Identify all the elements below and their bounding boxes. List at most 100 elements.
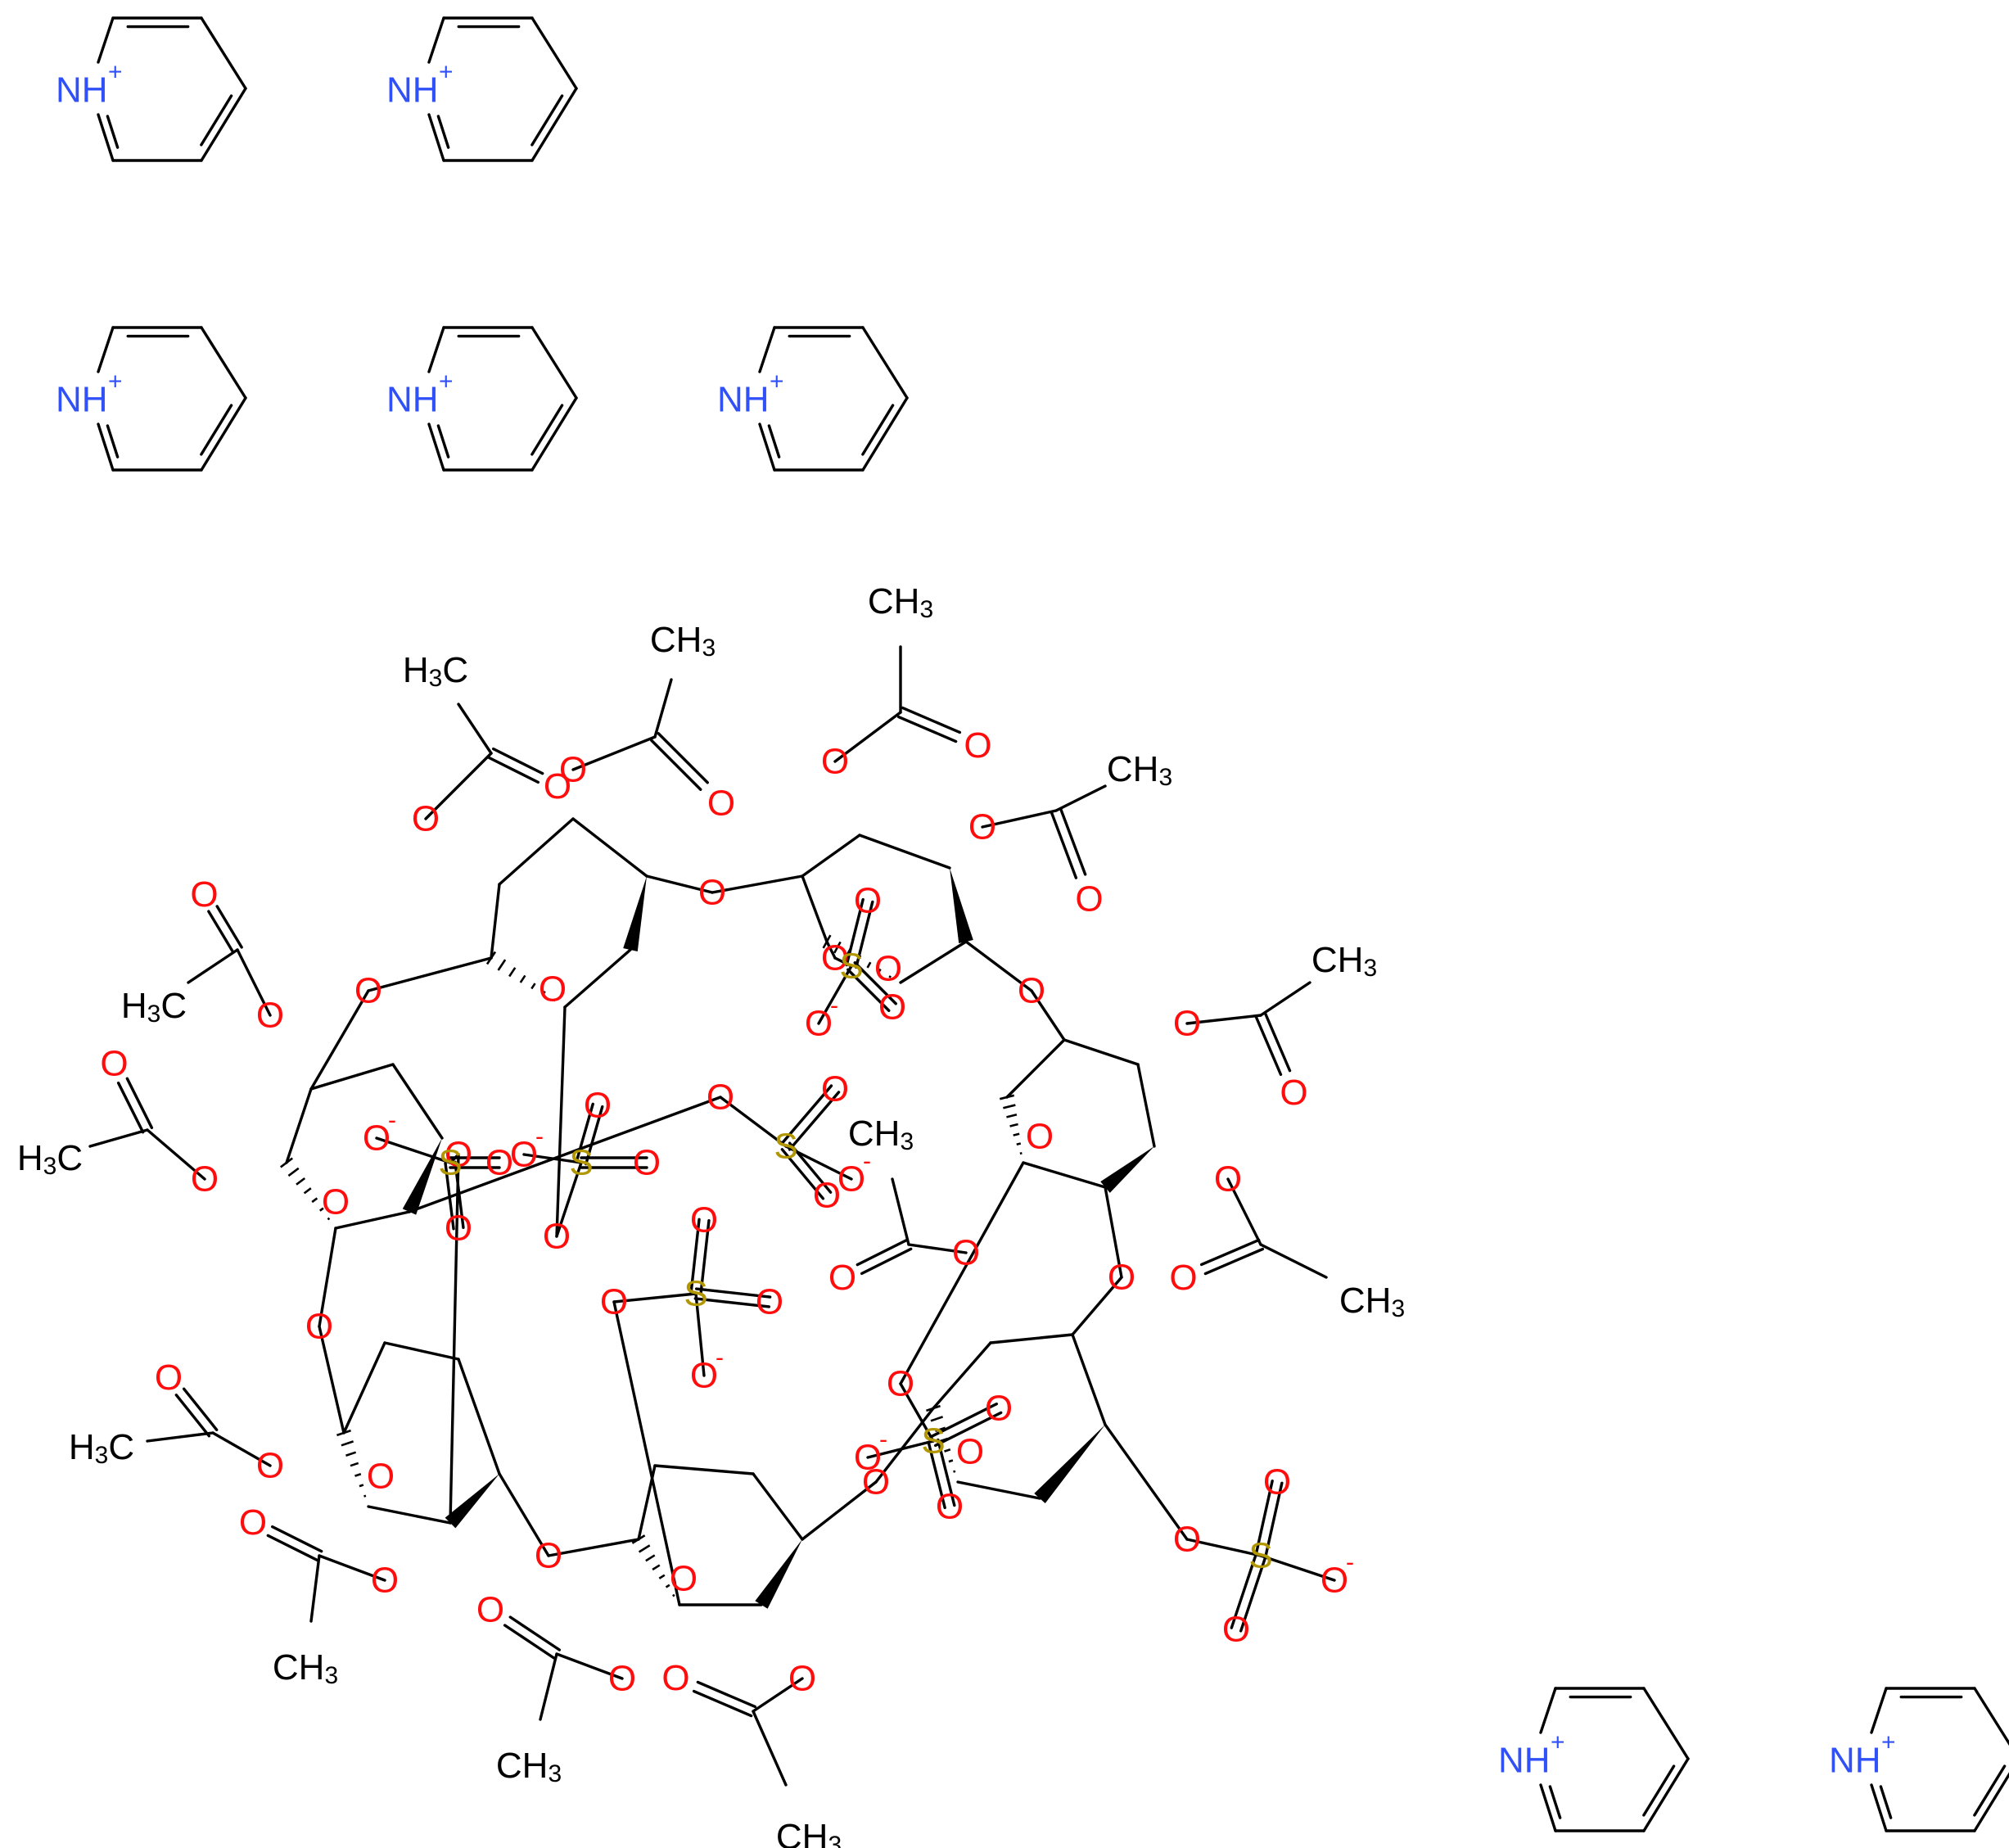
stereo-hash-bond-segment (953, 1470, 956, 1473)
sulfonyl-double-bond (689, 1218, 701, 1295)
ring-oxygen-label: O (367, 1457, 395, 1497)
stereo-hash-bond-segment (1013, 1132, 1020, 1136)
glucose-ring-bond (1071, 1333, 1107, 1426)
carbonyl-oxygen-label: O (544, 766, 571, 807)
carbonyl-double-bond (650, 739, 702, 791)
anion-charge-label: - (879, 1426, 887, 1453)
sulfate-ester-oxygen-label: O (887, 1364, 914, 1404)
sulfate-oxygen-label: O (1321, 1561, 1348, 1601)
ring-bond (1539, 1783, 1557, 1832)
pyridinium-charge-label: + (770, 368, 784, 395)
carbonyl-oxygen-label: O (964, 725, 991, 766)
glucose-ring-bond (490, 883, 501, 960)
sulfonyl-double-bond (788, 1091, 841, 1151)
sulfonyl-double-bond (1239, 1556, 1267, 1633)
sulfate-oxygen-label: O (805, 1004, 833, 1044)
ring-oxygen-label: O (322, 1182, 350, 1222)
sulfur-label: S (684, 1274, 707, 1314)
carbonyl-double-bond (508, 1615, 562, 1651)
sulfate-ester-oxygen-label: O (543, 1217, 571, 1257)
anion-charge-label: - (830, 992, 838, 1019)
sulfate-oxygen-label: O (510, 1135, 538, 1175)
ring-bond (1973, 1772, 2009, 1832)
stereo-hash-bond-segment (497, 959, 507, 971)
stereo-hash-bond-segment (948, 1459, 954, 1463)
stereo-wedge-bond (1100, 1146, 1154, 1193)
ring-double-bond (200, 94, 233, 147)
cyclodextrin-bonds (88, 645, 1336, 1787)
ring-bond (200, 326, 247, 400)
carbonyl-double-bond (696, 1680, 757, 1709)
carbonyl-double-bond (896, 715, 958, 743)
ester-oxygen-label: O (412, 799, 440, 839)
methyl-group-label: H3C (69, 1427, 134, 1469)
ester-oxygen-label: O (371, 1561, 399, 1601)
sulfur-label: S (774, 1127, 797, 1167)
glycosidic-bond (309, 989, 370, 1091)
glucose-ring-bond (334, 1210, 411, 1230)
carbonyl-double-bond (266, 1534, 319, 1562)
glycosidic-oxygen-label: O (1108, 1258, 1135, 1298)
stereo-hash-bond-segment (553, 998, 556, 1002)
ester-bond (981, 809, 1058, 829)
carbonyl-double-bond (860, 1247, 913, 1276)
ring-double-bond (1642, 1764, 1676, 1817)
glycosidic-bond (1030, 989, 1066, 1041)
ring-bond (97, 422, 115, 472)
sulfate-ester-oxygen-label: O (707, 1078, 734, 1118)
pyridinium-nitrogen-label: NH (386, 380, 439, 420)
stereo-hash-bond-segment (1006, 1114, 1018, 1118)
carbonyl-oxygen-label: O (661, 1658, 689, 1698)
glycosidic-bond (318, 1325, 345, 1435)
stereo-hash-bond-segment (345, 1451, 357, 1457)
sulfonyl-oxygen-label: O (936, 1487, 964, 1527)
sulfur-label: S (1248, 1536, 1272, 1576)
sulfonyl-oxygen-label: O (821, 1069, 849, 1109)
ring-oxygen-label: O (956, 1432, 984, 1472)
stereo-hash-bond-segment (354, 1472, 362, 1477)
carbonyl-double-bond (125, 1077, 154, 1130)
stereo-hash-bond-segment (833, 941, 842, 954)
sulfonyl-oxygen-label: O (584, 1086, 612, 1126)
ring-bond (97, 16, 115, 64)
sulfur-label: S (839, 947, 863, 987)
ester-bond (146, 1128, 206, 1181)
sulfate-anion-bond (817, 965, 853, 1025)
carbonyl-double-bond (215, 905, 243, 949)
ring-bond (97, 326, 115, 373)
carbonyl-double-bond (1263, 1011, 1292, 1073)
ring-bond (1870, 1783, 1888, 1832)
ester-oxygen-label: O (256, 1446, 284, 1486)
carbonyl-double-bond (1254, 1015, 1283, 1077)
methyl-group-label: CH3 (650, 620, 716, 662)
glycosidic-bond (367, 956, 493, 992)
sulfonyl-double-bond (855, 900, 874, 969)
stereo-hash-bond-segment (877, 968, 882, 974)
ring-bond (427, 113, 445, 162)
glucose-ring-bond (1136, 1063, 1156, 1148)
sulfate-anion-bond (1259, 1554, 1336, 1582)
stereo-wedge-bond (1034, 1425, 1105, 1503)
carbonyl-oxygen-label: O (239, 1502, 267, 1543)
sulfate-ester-bond (612, 1292, 698, 1304)
ester-bond (318, 1554, 386, 1582)
sulfonyl-double-bond (933, 1411, 1003, 1448)
sulfate-ester-oxygen-label: O (445, 1135, 472, 1175)
glucose-ring-bond (571, 817, 648, 878)
methyl-bond (457, 703, 493, 755)
glycosidic-bond (964, 940, 1033, 992)
methyl-group-label: H3C (17, 1138, 83, 1180)
glucose-ring-bond (801, 874, 828, 943)
stereo-hash-bond-segment (363, 1494, 367, 1498)
sulfonyl-oxygen-label: O (854, 881, 882, 921)
sulfate-ester-bond (833, 956, 853, 968)
ring-bond (97, 113, 115, 162)
glucose-ring-bond (858, 834, 951, 870)
ring-oxygen-label: O (1026, 1117, 1054, 1157)
methyl-group-label: CH3 (1107, 749, 1172, 791)
pyridinium-charge-label: + (439, 59, 454, 86)
stereo-hash-bond-segment (1016, 1142, 1022, 1146)
sulfonyl-double-bond (1254, 1479, 1274, 1557)
glucose-ring-bond (653, 1464, 755, 1475)
